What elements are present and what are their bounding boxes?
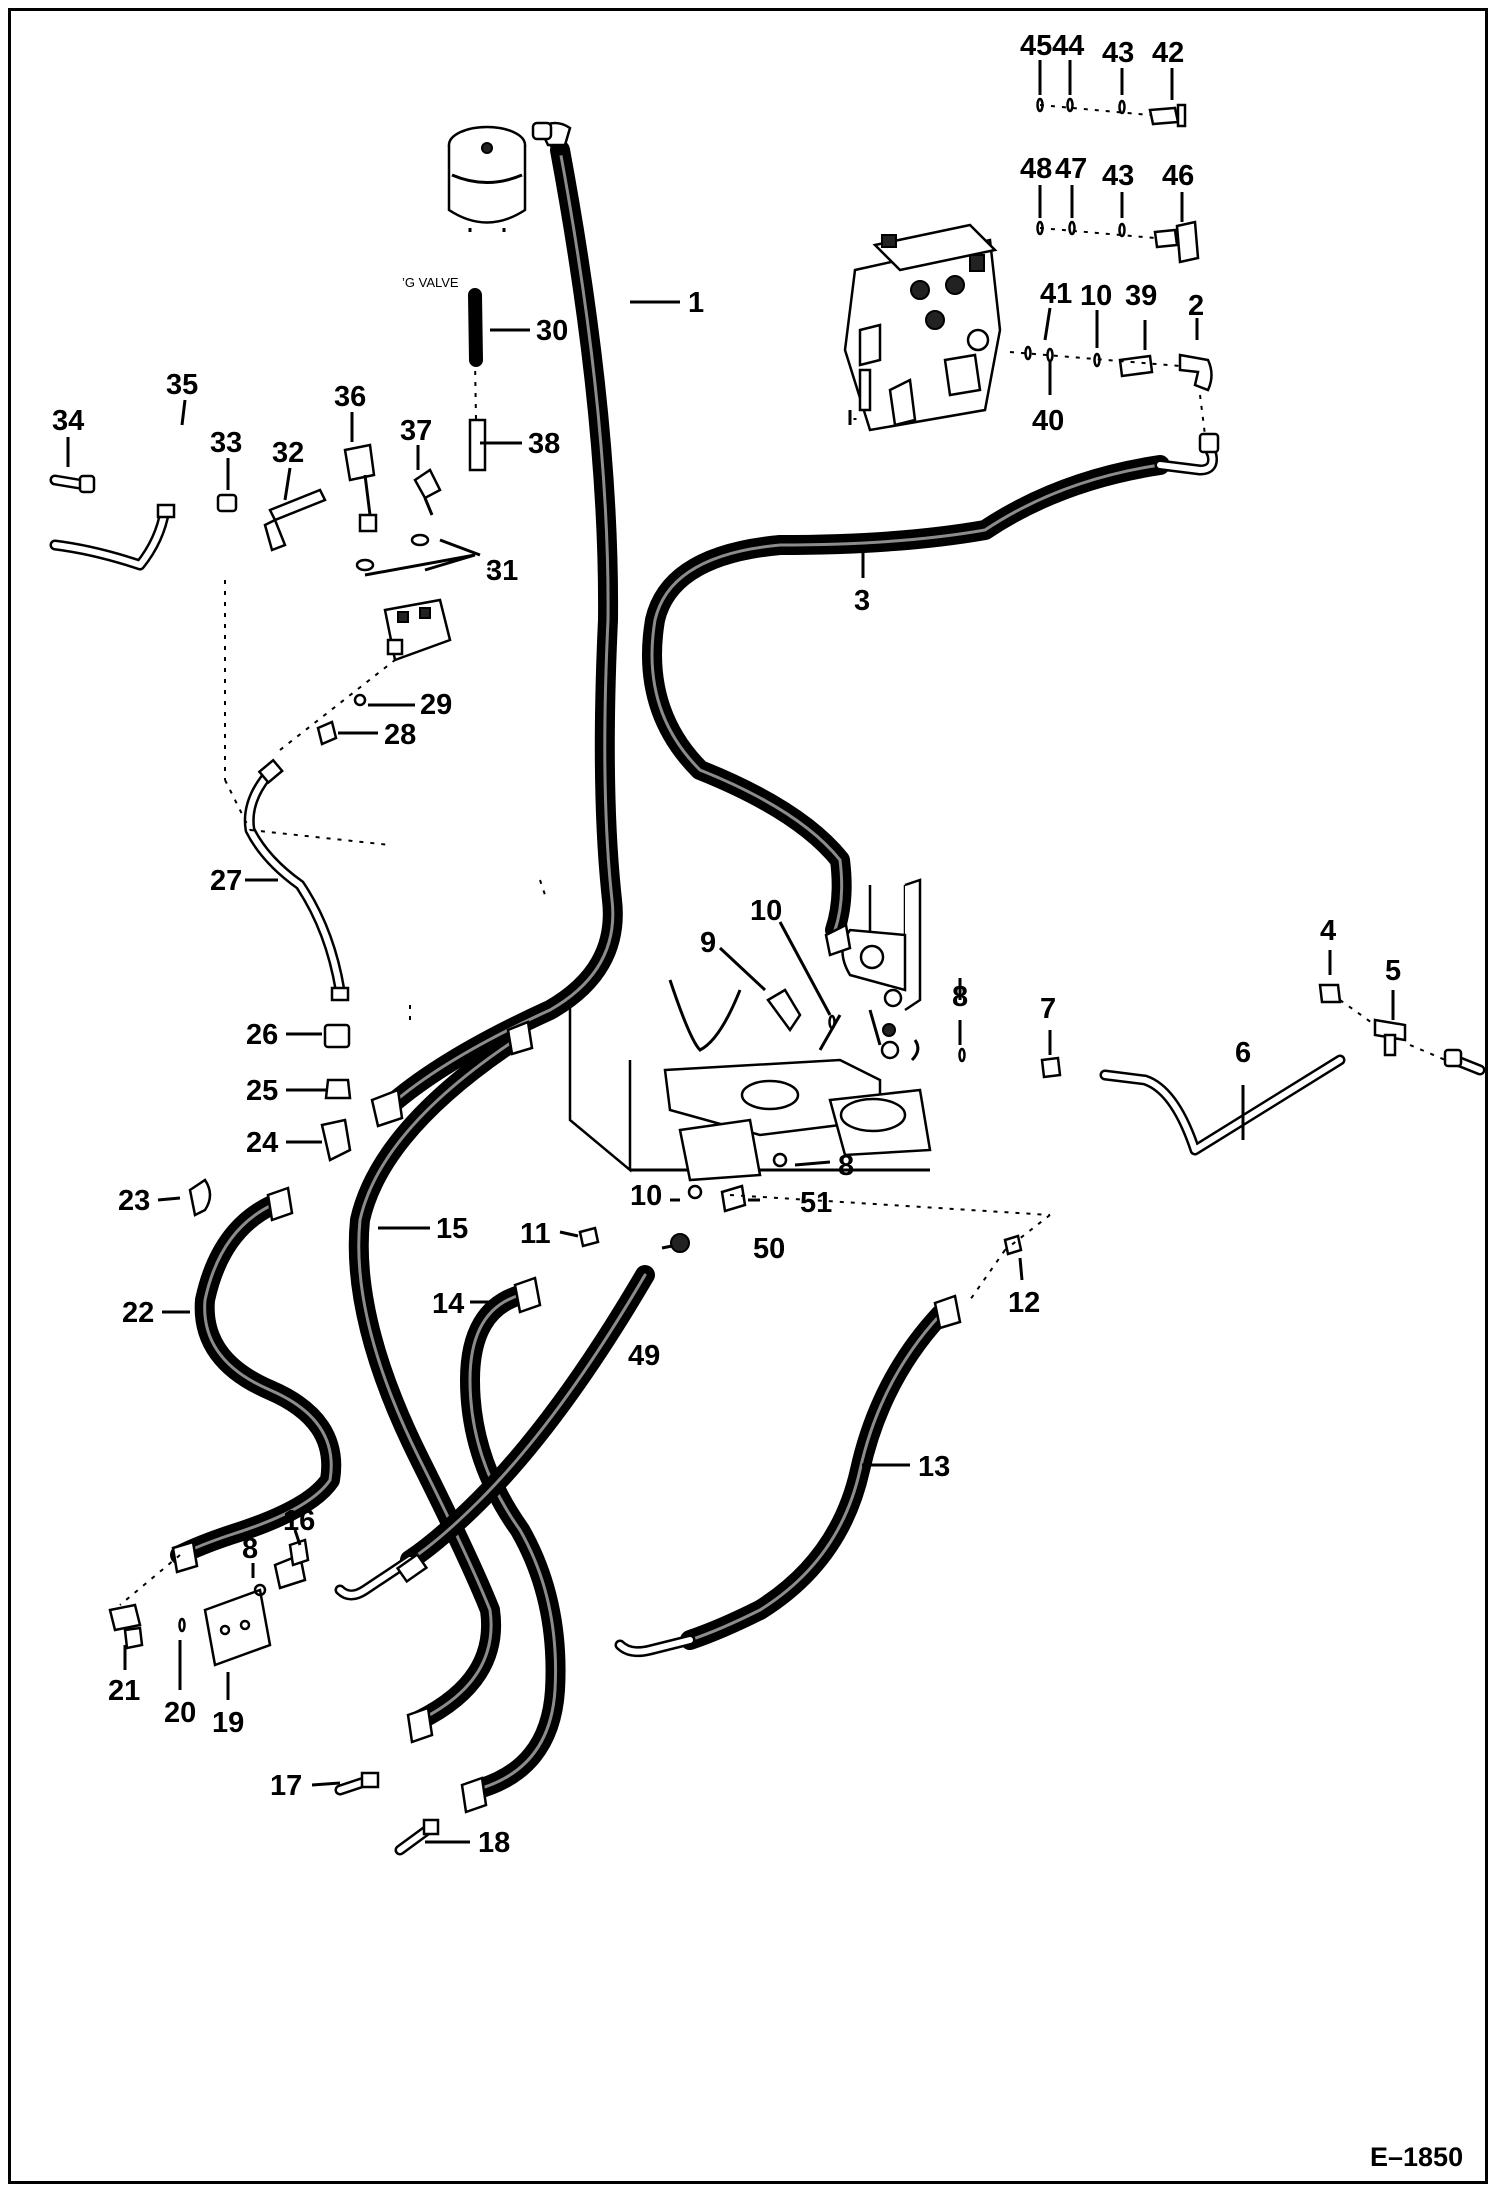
label-2: 2 — [1188, 290, 1204, 322]
assembly-centerlines — [119, 104, 1451, 1606]
diagram-frame — [8, 8, 1488, 2184]
hose-30 — [468, 288, 483, 367]
label-7: 7 — [1040, 993, 1056, 1025]
tube-17-18 — [334, 1771, 440, 1856]
steering-valve — [447, 125, 527, 232]
label-49: 49 — [628, 1340, 660, 1372]
label-10-valve: 10 — [1080, 280, 1112, 312]
label-4: 4 — [1320, 915, 1336, 947]
label-39: 39 — [1125, 280, 1157, 312]
label-20: 20 — [164, 1697, 196, 1729]
tube-27 — [243, 758, 350, 1002]
label-51: 51 — [800, 1187, 832, 1219]
label-50: 50 — [753, 1233, 785, 1265]
label-19: 19 — [212, 1707, 244, 1739]
control-valve — [843, 223, 1002, 432]
hose-49 — [334, 1265, 655, 1601]
label-11: 11 — [520, 1218, 551, 1250]
label-32: 32 — [272, 437, 304, 469]
label-38: 38 — [528, 428, 560, 460]
label-31: 31 — [486, 555, 518, 587]
leader-lines — [66, 60, 1395, 1844]
valve-text: ’G VALVE — [402, 275, 459, 290]
tube-34 — [49, 474, 176, 571]
label-9: 9 — [700, 927, 716, 959]
label-21: 21 — [108, 1675, 140, 1707]
tube-6 — [1099, 1048, 1486, 1156]
valve-block — [383, 598, 452, 662]
label-10-lower: 10 — [630, 1180, 662, 1212]
hose-22 — [170, 1186, 342, 1574]
label-33: 33 — [210, 427, 242, 459]
label-8-middle: 8 — [838, 1150, 854, 1182]
label-18: 18 — [478, 1827, 510, 1859]
label-24: 24 — [246, 1127, 278, 1159]
hose-14 — [460, 1276, 566, 1814]
label-47: 47 — [1055, 153, 1087, 185]
label-14: 14 — [432, 1288, 464, 1320]
label-30: 30 — [536, 315, 568, 347]
hose-13 — [614, 1294, 962, 1658]
label-1: 1 — [688, 287, 704, 319]
label-42: 42 — [1152, 37, 1184, 69]
part-number-labels: 1 2 3 4 5 6 7 8 8 8 9 10 10 10 11 12 13 … — [52, 30, 1463, 2172]
label-25: 25 — [246, 1075, 278, 1107]
figure-code: E–1850 — [1370, 2142, 1463, 2172]
label-35: 35 — [166, 369, 198, 401]
label-3: 3 — [854, 585, 870, 617]
label-8-lower: 8 — [242, 1533, 258, 1565]
label-48: 48 — [1020, 153, 1052, 185]
label-22: 22 — [122, 1297, 154, 1329]
hose-3 — [642, 432, 1220, 957]
label-12: 12 — [1008, 1287, 1040, 1319]
label-27: 27 — [210, 865, 242, 897]
label-23: 23 — [118, 1185, 150, 1217]
loader-frame-structure — [568, 878, 932, 1182]
label-44: 44 — [1052, 30, 1084, 62]
label-41: 41 — [1040, 278, 1072, 310]
label-15: 15 — [436, 1213, 468, 1245]
label-40: 40 — [1032, 405, 1064, 437]
label-6: 6 — [1235, 1037, 1251, 1069]
label-37: 37 — [400, 415, 432, 447]
label-29: 29 — [420, 689, 452, 721]
label-26: 26 — [246, 1019, 278, 1051]
label-43-upper: 43 — [1102, 37, 1134, 69]
label-16: 16 — [283, 1505, 315, 1537]
fittings — [108, 103, 1407, 1667]
label-43-lower: 43 — [1102, 160, 1134, 192]
label-34: 34 — [52, 405, 84, 437]
label-46: 46 — [1162, 160, 1194, 192]
label-8-upper: 8 — [952, 981, 968, 1013]
label-45: 45 — [1020, 30, 1052, 62]
label-10-upper: 10 — [750, 895, 782, 927]
o-rings — [178, 97, 1126, 1633]
label-5: 5 — [1385, 955, 1401, 987]
hose-15 — [348, 1020, 534, 1744]
label-13: 13 — [918, 1451, 950, 1483]
label-28: 28 — [384, 719, 416, 751]
label-17: 17 — [270, 1770, 302, 1802]
label-36: 36 — [334, 381, 366, 413]
